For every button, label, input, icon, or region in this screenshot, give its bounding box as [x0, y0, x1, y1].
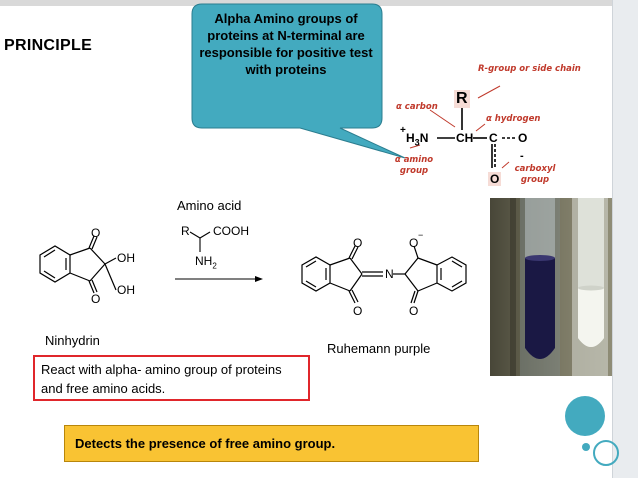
decorative-circle-large: [565, 396, 605, 436]
r-group-label: R-group or side chain: [478, 64, 581, 74]
ruhemann-structure: [301, 245, 467, 304]
slide-title: PRINCIPLE: [4, 37, 93, 54]
h3n-group: H3N: [406, 131, 428, 147]
reagent-nh: NH: [195, 254, 213, 268]
amino-label-arrows: [409, 85, 510, 169]
decorative-circle-small: [593, 440, 619, 466]
ninhydrin-o-bottom: O: [91, 292, 101, 306]
reagent-nh2: NH2: [195, 254, 217, 270]
ninhydrin-structure: [39, 235, 117, 294]
ruhemann-o-4: O: [409, 304, 419, 318]
slide-right-border: [612, 0, 638, 478]
r-atom: R: [454, 90, 470, 108]
h3n-h: H: [406, 131, 415, 145]
o-atom-bottom: O: [488, 172, 502, 186]
amino-general-structure: [437, 108, 516, 168]
carboxyl-minus: -: [520, 150, 524, 162]
slide-top-border: [0, 0, 638, 6]
reagent-nh-sub: 2: [212, 261, 217, 271]
reagent-r: R: [181, 224, 190, 238]
test-tubes-illustration: [490, 198, 612, 376]
alpha-amino-group-label: α amino group: [394, 155, 434, 176]
ninhydrin-oh-2: OH: [117, 283, 135, 297]
c-atom: C: [489, 131, 498, 145]
h3n-n: N: [419, 131, 429, 145]
ch-atom: CH: [456, 131, 474, 145]
h3n-sub: 3: [414, 137, 420, 148]
amino-plus: +: [400, 125, 406, 136]
ruhemann-minus: −: [418, 230, 424, 240]
ninhydrin-oh-1: OH: [117, 251, 135, 265]
decorative-dot: [582, 443, 590, 451]
o-atom-right: O: [518, 131, 528, 145]
amino-acid-reagent: [189, 231, 211, 252]
ruhemann-o-2: O: [409, 236, 419, 250]
callout-text: Alpha Amino groups of proteins at N-term…: [199, 11, 373, 77]
callout-bubble: [191, 3, 406, 159]
reaction-arrow-head: [255, 276, 263, 282]
ruhemann-o-3: O: [353, 304, 363, 318]
test-tubes-photo: [490, 198, 612, 376]
ruhemann-o-1: O: [353, 236, 363, 250]
alpha-carbon-label: α carbon: [396, 102, 438, 112]
reagent-cooh: COOH: [213, 224, 249, 238]
ninhydrin-o-top: O: [91, 226, 101, 240]
ruhemann-purple-label: Ruhemann purple: [327, 341, 431, 356]
ninhydrin-label: Ninhydrin: [45, 333, 100, 348]
amino-acid-label: Amino acid: [177, 198, 242, 213]
alpha-hydrogen-label: α hydrogen: [486, 114, 541, 124]
carboxyl-group-label: carboxyl group: [514, 164, 556, 185]
react-text-box: React with alpha- amino group of protein…: [33, 355, 310, 401]
ruhemann-n: N: [385, 267, 394, 281]
detect-text-box: Detects the presence of free amino group…: [64, 425, 479, 462]
